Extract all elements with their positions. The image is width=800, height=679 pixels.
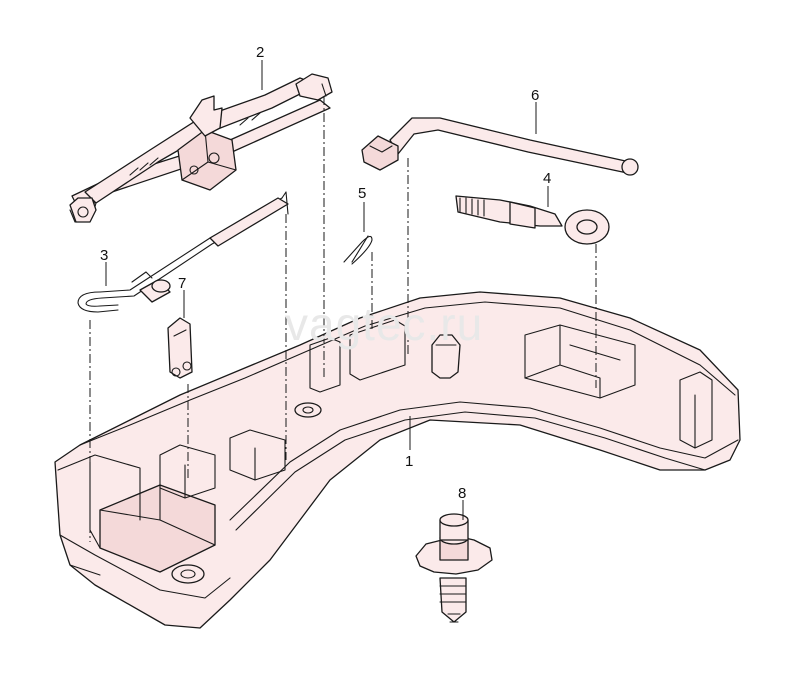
watermark-text: vagtec.ru (285, 298, 483, 350)
scissor-jack[interactable] (69, 73, 333, 223)
callout-7: 7 (178, 275, 186, 292)
assembly-lines (89, 96, 597, 542)
callout-8: 8 (458, 485, 466, 502)
spare-wheel-foam-tray[interactable] (54, 291, 741, 629)
callout-6: 6 (531, 87, 539, 104)
retaining-clip[interactable] (343, 235, 373, 265)
callout-labels: 2 3 4 5 6 7 1 8 (100, 44, 551, 502)
callout-4: 4 (543, 170, 551, 187)
callout-3: 3 (100, 247, 108, 264)
jack-crank-handle[interactable] (77, 191, 289, 313)
callout-5: 5 (358, 185, 366, 202)
towing-eye[interactable] (455, 195, 610, 245)
spring-clip[interactable] (167, 317, 193, 379)
callout-1: 1 (405, 453, 413, 470)
callout-2: 2 (256, 44, 264, 61)
centre-fastener[interactable] (415, 513, 493, 623)
leader-lines (105, 60, 549, 520)
wheel-brace-tube[interactable] (361, 117, 639, 176)
